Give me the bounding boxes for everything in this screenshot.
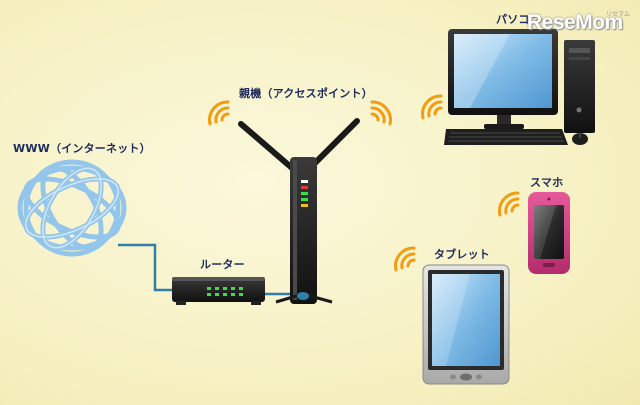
resemom-logo-sub: リセマム (606, 11, 631, 18)
tablet-label: タブレット (434, 248, 490, 261)
tablet-icon (422, 264, 510, 385)
access-point-icon (238, 118, 360, 304)
wifi-signal-icon (208, 100, 230, 126)
mouse-icon (572, 133, 588, 145)
router-label: ルーター (200, 258, 245, 271)
smartphone-icon (528, 192, 570, 274)
wifi-signal-icon (421, 94, 443, 120)
pc-monitor-icon (448, 29, 558, 129)
pc-tower-icon (564, 40, 595, 133)
resemom-logo: ReseMom (527, 11, 623, 34)
keyboard-icon (444, 129, 568, 145)
network-cable (118, 243, 292, 296)
wifi-signal-icon (498, 191, 520, 217)
smartphone-label: スマホ (530, 176, 564, 189)
pc-label: パソコン (496, 13, 541, 26)
wifi-signal-icon (394, 246, 416, 272)
access-point-label: 親機（アクセスポイント） (239, 87, 373, 100)
router-icon (172, 277, 265, 305)
wifi-signal-icon (370, 100, 392, 126)
www-label: WWW（インターネット） (13, 142, 151, 155)
